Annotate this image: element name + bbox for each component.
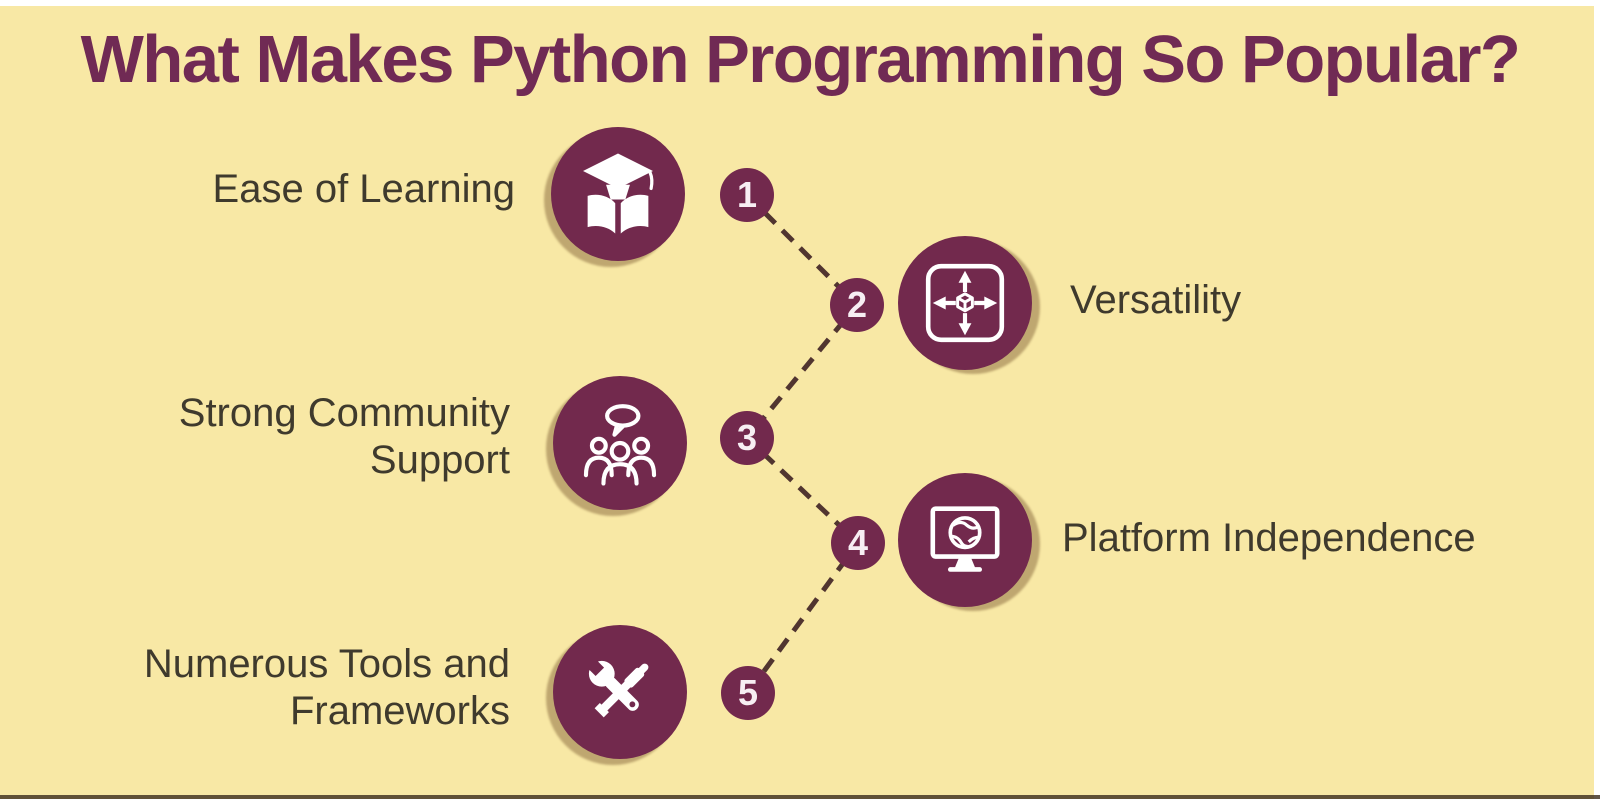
icon-circle-education xyxy=(551,127,685,261)
wrench-screwdriver-icon xyxy=(584,656,649,718)
label-strong-community-support: Strong Community Support xyxy=(178,391,510,482)
monitor-globe-icon xyxy=(930,506,1000,572)
badge-5: 5 xyxy=(721,666,775,720)
icon-circle-versatility xyxy=(898,236,1032,370)
community-people-icon xyxy=(583,404,657,486)
badge-4: 4 xyxy=(831,516,885,570)
badge-1: 1 xyxy=(720,168,774,222)
graduation-book-icon xyxy=(583,153,654,234)
move-arrows-cube-icon xyxy=(925,263,1005,343)
label-numerous-tools-frameworks: Numerous Tools and Frameworks xyxy=(143,642,510,733)
badge-2: 2 xyxy=(830,278,884,332)
label-platform-independence: Platform Independence xyxy=(1062,516,1476,560)
badge-3-number: 3 xyxy=(736,417,758,458)
bottom-edge-artifact xyxy=(0,795,1600,799)
badge-1-number: 1 xyxy=(736,174,758,215)
label-ease-of-learning: Ease of Learning xyxy=(212,167,515,211)
badge-2-number: 2 xyxy=(846,284,868,325)
icon-circle-tools xyxy=(553,625,687,759)
page-title: What Makes Python Programming So Popular… xyxy=(80,22,1521,97)
label-versatility: Versatility xyxy=(1070,278,1242,322)
icon-circle-community xyxy=(553,376,687,510)
icon-circle-platform xyxy=(898,473,1032,607)
top-edge-artifact xyxy=(0,0,1600,6)
badge-3: 3 xyxy=(720,411,774,465)
right-edge-artifact xyxy=(1594,0,1600,799)
badge-4-number: 4 xyxy=(847,522,869,563)
badge-5-number: 5 xyxy=(737,672,759,713)
